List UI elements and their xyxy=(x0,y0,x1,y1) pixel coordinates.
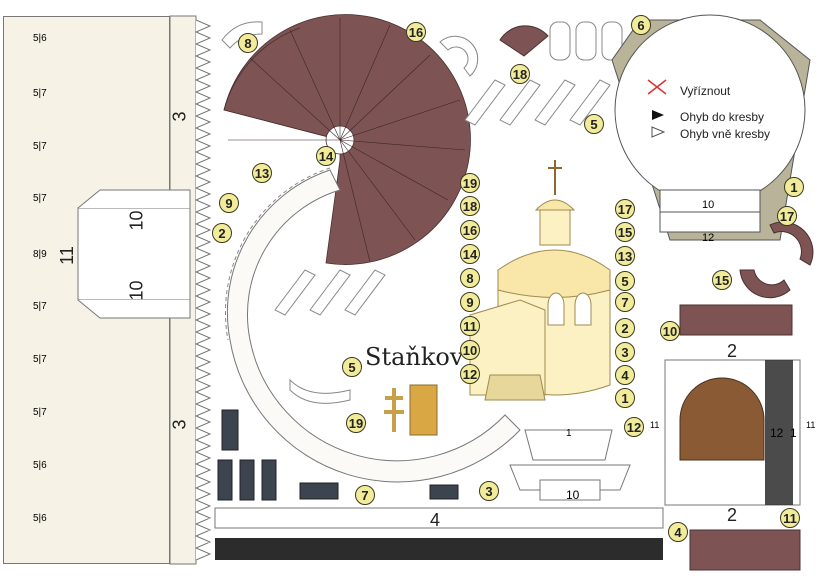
base-10-label: 10 xyxy=(566,488,580,502)
part-badge-13a: 13 xyxy=(252,163,272,183)
legend-fold-in: Ohyb do kresby xyxy=(680,110,765,124)
part-badge-8: 8 xyxy=(238,33,258,53)
part-badge-10a: 10 xyxy=(460,340,480,360)
part-badge-3a: 3 xyxy=(615,342,635,362)
arc-piece-17 xyxy=(769,221,814,266)
part-badge-16: 16 xyxy=(406,22,426,42)
part-badge-14b: 14 xyxy=(460,244,480,264)
part-badge-15a: 15 xyxy=(615,222,635,242)
window-marker-1: 5|6 xyxy=(33,33,47,44)
part-badge-13b: 13 xyxy=(615,246,635,266)
window-pieces-dark xyxy=(217,409,459,501)
part-badge-9a: 9 xyxy=(219,193,239,213)
part-badge-11a: 11 xyxy=(460,316,480,336)
cross-and-door-19 xyxy=(384,384,438,436)
part-badge-4a: 4 xyxy=(615,365,635,385)
part-badge-1b: 1 xyxy=(784,177,804,197)
part-badge-18: 18 xyxy=(510,64,530,84)
part-badge-12b: 12 xyxy=(624,417,644,437)
label-10a: 10 xyxy=(126,210,147,231)
model-title: Staňkov xyxy=(365,343,464,371)
window-marker-4: 5|7 xyxy=(33,193,47,204)
octagon-piece-1 xyxy=(611,14,811,241)
window-marker-7: 5|7 xyxy=(33,354,47,365)
part-badge-10b: 10 xyxy=(660,321,680,341)
gable-label-2b: 2 xyxy=(727,505,738,525)
part-badge-8b: 8 xyxy=(460,268,480,288)
bottom-arc-piece xyxy=(689,529,801,571)
fan-piece-18 xyxy=(499,25,549,57)
part-badge-6: 6 xyxy=(631,15,651,35)
legend-fold-out: Ohyb vně kresby xyxy=(680,127,771,141)
legend-cut: Vyříznout xyxy=(680,84,731,98)
label-3a: 3 xyxy=(169,111,190,122)
part-badge-12a: 12 xyxy=(460,364,480,384)
label-11: 11 xyxy=(56,246,77,265)
part-badge-19b: 19 xyxy=(346,413,366,433)
part-badge-5b: 5 xyxy=(615,271,635,291)
window-marker-3: 5|7 xyxy=(33,141,47,152)
part-badge-1a: 1 xyxy=(615,388,635,408)
part-badge-17b: 17 xyxy=(777,206,797,226)
part-badge-7a: 7 xyxy=(615,292,635,312)
label-10b: 10 xyxy=(126,280,147,301)
part-badge-19a: 19 xyxy=(460,173,480,193)
tile-strip-bottom xyxy=(215,538,663,560)
ring-piece-16 xyxy=(439,35,479,77)
gable-label-11b: 11 xyxy=(806,420,816,430)
chapel-illustration xyxy=(469,160,611,401)
part-badge-9b: 9 xyxy=(460,292,480,312)
arch-pieces xyxy=(221,21,611,404)
label-3b: 3 xyxy=(169,419,190,430)
base-1-label: 1 xyxy=(566,428,572,439)
gable-label-1: 1 xyxy=(790,426,797,440)
window-marker-10: 5|6 xyxy=(33,513,47,524)
octagon-label-10: 10 xyxy=(702,199,715,211)
part-badge-15b: 15 xyxy=(712,270,732,290)
window-marker-2: 5|7 xyxy=(33,88,47,99)
spiral-roof-piece xyxy=(223,14,471,265)
part-badge-3b: 3 xyxy=(479,481,499,501)
octagon-label-12: 12 xyxy=(702,232,715,244)
column-pieces-6 xyxy=(549,21,623,61)
part-badge-2a: 2 xyxy=(212,223,232,243)
strip-4-label: 4 xyxy=(430,510,441,530)
gable-piece-right xyxy=(664,359,801,506)
part-badge-16b: 16 xyxy=(460,220,480,240)
gable-label-12: 12 xyxy=(770,426,784,440)
legend-symbols xyxy=(647,79,667,138)
window-marker-8: 5|7 xyxy=(33,407,47,418)
part-badge-7b: 7 xyxy=(355,485,375,505)
part-badge-2b: 2 xyxy=(615,318,635,338)
long-strip-4 xyxy=(214,507,664,529)
part-badge-5c: 5 xyxy=(342,357,362,377)
part-badge-5a: 5 xyxy=(584,114,604,134)
part-badge-17a: 17 xyxy=(615,199,635,219)
part-badge-18b: 18 xyxy=(460,196,480,216)
base-pieces xyxy=(509,429,631,501)
gable-label-2a: 2 xyxy=(727,341,738,361)
window-marker-9: 5|6 xyxy=(33,460,47,471)
part-badge-4b: 4 xyxy=(668,522,688,542)
window-marker-6: 5|7 xyxy=(33,301,47,312)
strip-15 xyxy=(679,304,793,336)
part-badge-11b: 11 xyxy=(780,508,800,528)
part-badge-14a: 14 xyxy=(316,146,336,166)
left-strip-glue-tabs xyxy=(194,19,212,561)
gable-label-11a: 11 xyxy=(650,420,660,430)
window-marker-5: 8|9 xyxy=(33,249,47,260)
arc-strip-piece xyxy=(224,167,521,483)
